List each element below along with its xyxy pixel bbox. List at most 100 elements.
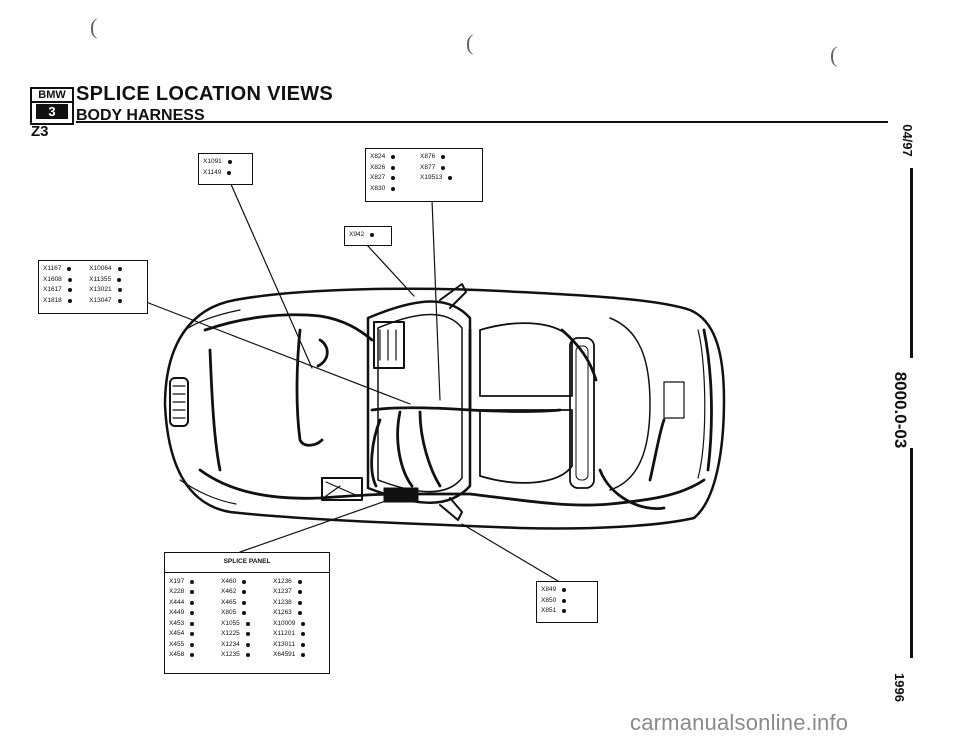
bullet-icon [227,170,232,175]
splice-id: X10009 [273,619,325,630]
hood-line [179,479,237,505]
bullet-icon [300,632,305,637]
bullet-icon [190,611,195,616]
bullet-icon [67,298,72,303]
splice-row: X1091 [203,157,248,168]
splice-id: X805 [221,608,273,619]
page-title: SPLICE LOCATION VIEWS [76,83,334,105]
splice-row: X1149 [203,168,248,179]
splice-id: X19513 [420,173,478,184]
splice-id: X1818 [43,296,89,307]
splice-id: X1238 [273,598,325,609]
splice-id: X877 [420,163,478,174]
logo-brand: BMW [32,89,72,103]
bullet-icon [391,176,396,181]
bullet-icon [190,642,195,647]
splice-id: X1237 [273,587,325,598]
margin-bar [910,168,913,358]
splice-id: X1234 [221,640,273,651]
bullet-icon [190,653,195,658]
bullet-icon [117,288,122,293]
watermark: carmanualsonline.info [630,710,849,735]
splice-id: X1167 [43,264,89,275]
bullet-icon [67,288,72,293]
splice-id: X850 [541,596,591,607]
splice-id: X826 [370,163,420,174]
splice-id: X458 [169,650,221,661]
splice-id: X13021 [89,285,143,296]
bullet-icon [297,600,302,605]
splice-id: X460 [221,577,273,588]
bullet-icon [242,579,247,584]
harness-wire [198,313,713,511]
splice-id: X1055 [221,619,273,630]
splice-id: X876 [420,152,478,163]
bullet-icon [391,155,396,160]
splice-callout-mid: X942 [344,226,392,246]
bullet-icon [245,653,250,658]
bullet-icon [245,632,250,637]
rear-deck [697,329,706,479]
scan-mark: ( [466,30,474,55]
splice-id: X1091 [203,157,247,168]
bullet-icon [297,579,302,584]
model-name: Z3 [31,123,49,140]
splice-id: X64591 [273,650,325,661]
splice-id: X197 [169,577,221,588]
bullet-icon [245,621,250,626]
bullet-icon [441,165,446,170]
bullet-icon [67,277,72,282]
scan-mark: ( [90,14,98,39]
splice-id: X13047 [89,296,143,307]
page-subtitle: BODY HARNESS [76,107,205,124]
bullet-icon [301,653,306,658]
bullet-icon [190,632,195,637]
bullet-icon [242,590,247,595]
bullet-icon [67,267,72,272]
rear-light [663,381,685,419]
splice-panel-title: SPLICE PANEL [165,553,329,573]
splice-id: X830 [370,184,420,195]
bullet-icon [190,579,195,584]
splice-id: X453 [169,619,221,630]
splice-id: X824 [370,152,420,163]
bullet-icon [370,233,375,238]
splice-row: X851 [541,606,593,617]
bullet-icon [117,267,122,272]
splice-row: X849 [541,585,593,596]
splice-id: X827 [370,173,420,184]
splice-row: X850 [541,596,593,607]
splice-id: X444 [169,598,221,609]
splice-id: X1235 [221,650,273,661]
bullet-icon [190,590,195,595]
header-rule [76,121,888,123]
splice-id: X10064 [89,264,143,275]
splice-id: X11355 [89,275,143,286]
bullet-icon [227,160,232,165]
splice-id: X1617 [43,285,89,296]
margin-bar [910,448,913,658]
bullet-icon [242,600,247,605]
splice-id: X849 [541,585,591,596]
mirror [439,283,467,309]
rear-deck [609,317,651,491]
